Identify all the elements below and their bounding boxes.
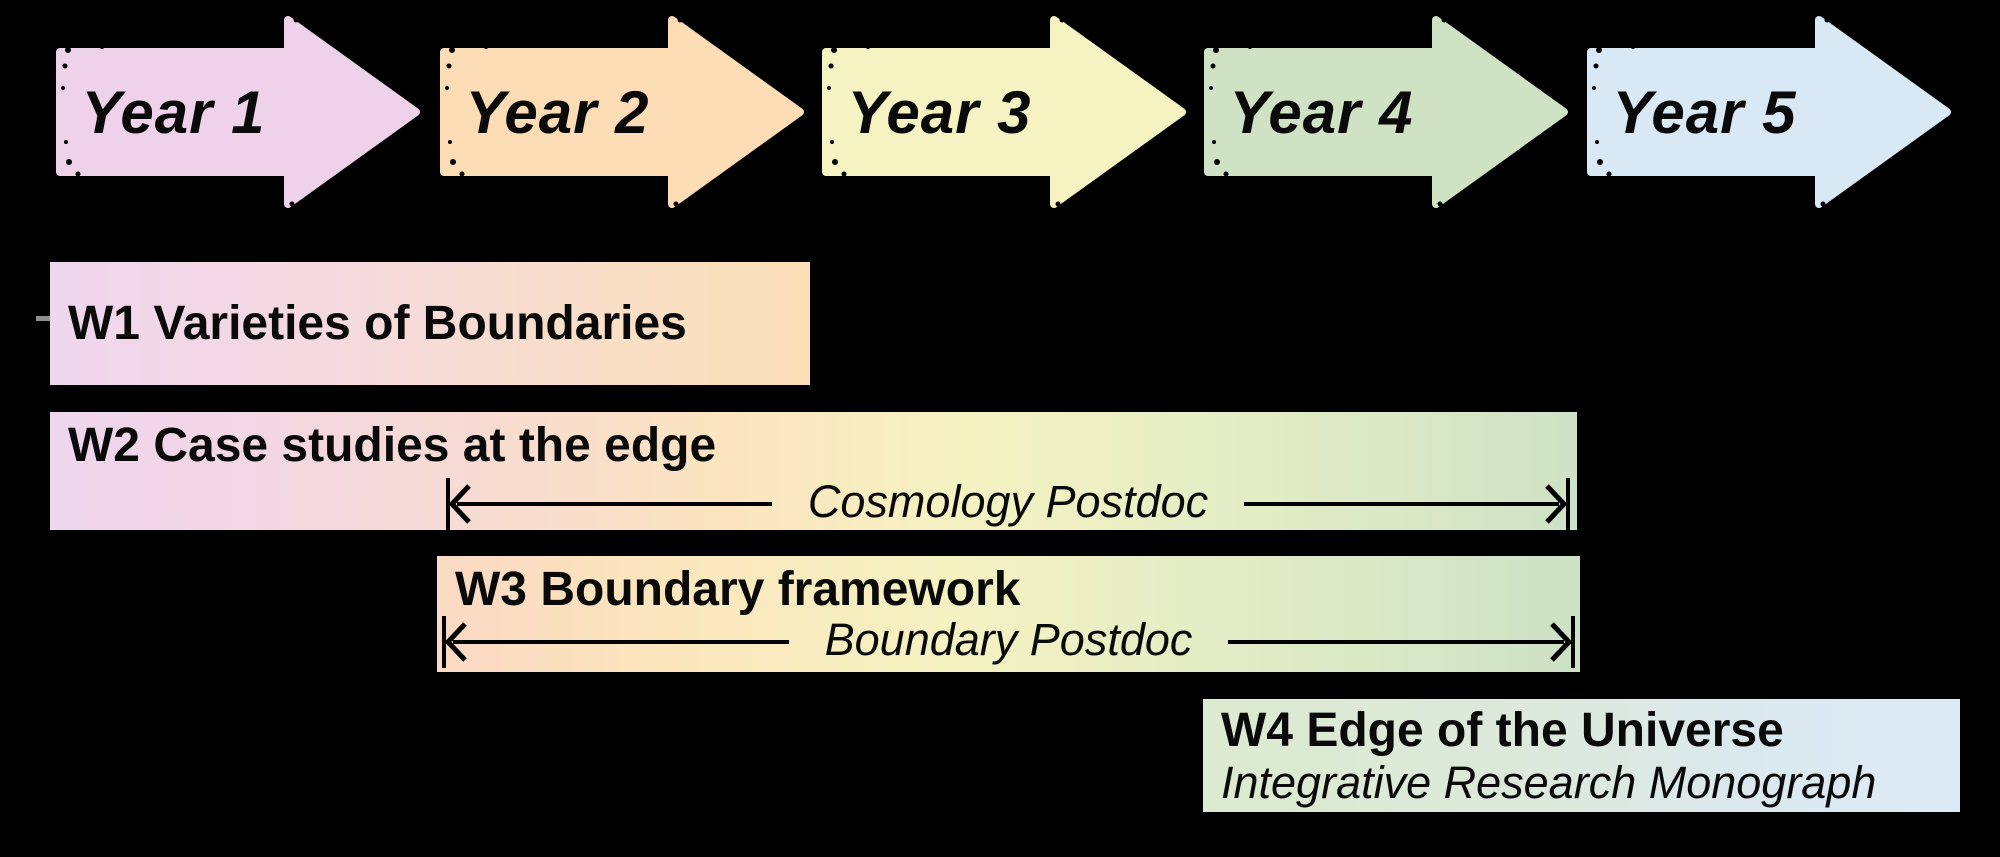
speckle-dots [445,17,683,207]
workpackage-w2-bar: W2 Case studies at the edge Cosmology Po… [50,412,1577,530]
year-2-arrow [440,16,804,208]
workpackage-w4-bar: W4 Edge of the Universe Integrative Rese… [1203,699,1960,812]
year-1-label: Year 1 [81,78,266,146]
arrow-shape [440,16,804,208]
speckle-dots [827,17,1065,207]
speckle-dots [1592,17,1830,207]
arrow-shape [1587,16,1951,208]
year-4-arrow [1204,16,1568,208]
cosmology-postdoc-label: Cosmology Postdoc [807,476,1209,527]
arrow-terminator-right [1566,478,1571,530]
left-arrowhead-icon [444,622,467,662]
arrow-line [457,502,772,506]
speckle-dots [61,17,299,207]
stray-tick-mark [36,316,50,321]
arrow-line [1244,502,1560,506]
arrow-shape [822,16,1186,208]
arrow-line [1228,640,1565,644]
arrow-terminator-left [442,616,446,668]
workpackage-w4-subtitle: Integrative Research Monograph [1221,756,1877,808]
left-arrowhead-icon [448,484,471,524]
workpackage-w3-title: W3 Boundary framework [455,563,1021,616]
arrow-terminator-left [446,478,450,530]
workpackage-w2-title: W2 Case studies at the edge [68,419,717,472]
arrow-shape [56,16,420,208]
cosmology-postdoc-span-arrow: Cosmology Postdoc [446,476,1571,530]
boundary-postdoc-label: Boundary Postdoc [824,614,1193,665]
year-4-label: Year 4 [1229,78,1414,146]
year-3-label: Year 3 [847,78,1032,146]
year-5-label: Year 5 [1612,78,1797,146]
speckle-dots [1209,17,1447,207]
arrow-line [453,640,789,644]
year-2-label: Year 2 [465,78,650,146]
arrow-terminator-right [1571,616,1576,668]
year-3-arrow [822,16,1186,208]
right-arrowhead-icon [1550,622,1573,662]
workpackage-w3-bar: W3 Boundary framework Boundary Postdoc [437,556,1580,672]
workpackage-w4-title: W4 Edge of the Universe [1221,703,1784,757]
boundary-postdoc-span-arrow: Boundary Postdoc [442,614,1576,668]
arrow-shape [1204,16,1568,208]
year-5-arrow [1587,16,1951,208]
workpackage-w1-title: W1 Varieties of Boundaries [68,296,687,350]
workpackage-w1-bar: W1 Varieties of Boundaries [50,262,810,385]
year-1-arrow [56,16,420,208]
right-arrowhead-icon [1545,484,1568,524]
